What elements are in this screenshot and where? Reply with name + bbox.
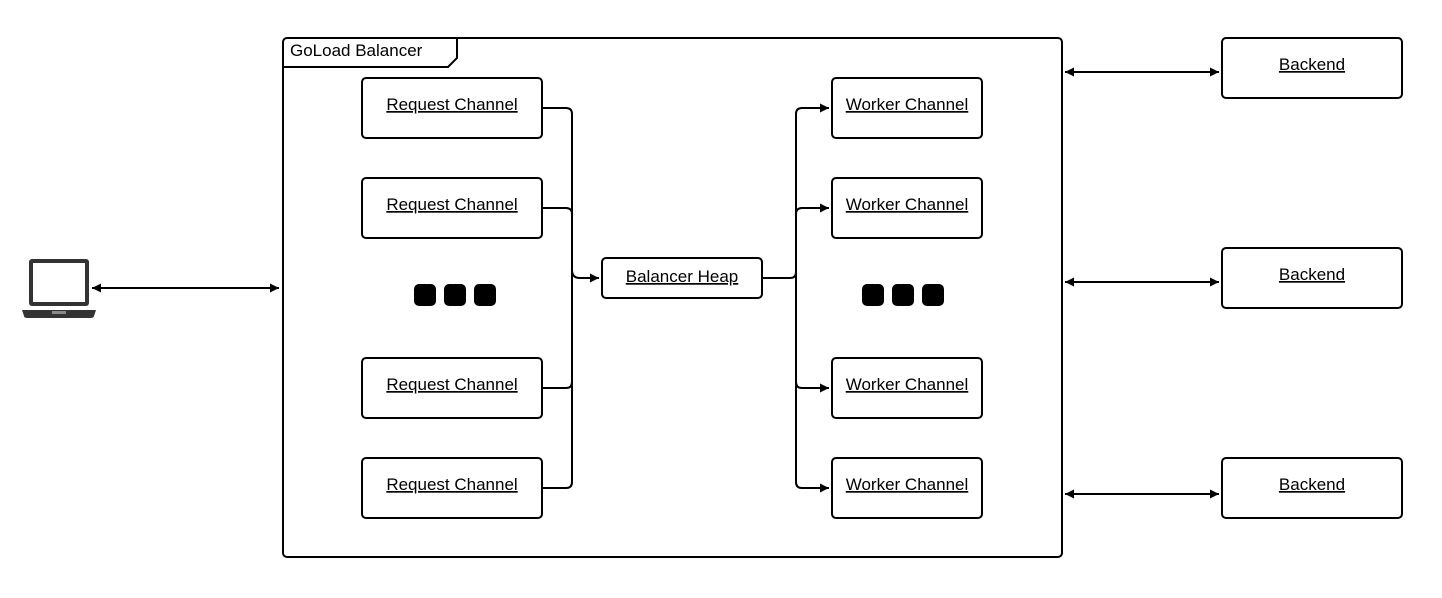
backend-label: Backend — [1279, 55, 1345, 74]
backend-label: Backend — [1279, 475, 1345, 494]
backend-2[interactable]: Backend — [1221, 247, 1403, 309]
request-connectors — [542, 107, 599, 489]
frame-title: GoLoad Balancer — [290, 41, 423, 60]
worker-channel-label: Worker Channel — [846, 475, 969, 494]
request-channel-4[interactable]: Request Channel — [361, 457, 543, 519]
worker-channel-4[interactable]: Worker Channel — [831, 457, 983, 519]
request-channel-label: Request Channel — [386, 95, 517, 114]
request-channel-3[interactable]: Request Channel — [361, 357, 543, 419]
worker-channel-label: Worker Channel — [846, 195, 969, 214]
worker-channel-label: Worker Channel — [846, 375, 969, 394]
request-channel-label: Request Channel — [386, 195, 517, 214]
request-channel-2[interactable]: Request Channel — [361, 177, 543, 239]
request-channel-1[interactable]: Request Channel — [361, 77, 543, 139]
backend-1[interactable]: Backend — [1221, 37, 1403, 99]
worker-channel-3[interactable]: Worker Channel — [831, 357, 983, 419]
ellipsis-icon — [862, 284, 944, 306]
laptop-icon — [22, 259, 96, 318]
worker-channel-label: Worker Channel — [846, 95, 969, 114]
backend-label: Backend — [1279, 265, 1345, 284]
request-channel-label: Request Channel — [386, 375, 517, 394]
balancer-heap[interactable]: Balancer Heap — [601, 257, 763, 299]
request-channel-label: Request Channel — [386, 475, 517, 494]
worker-connectors — [762, 103, 829, 493]
worker-channel-1[interactable]: Worker Channel — [831, 77, 983, 139]
backend-3[interactable]: Backend — [1221, 457, 1403, 519]
balancer-heap-label: Balancer Heap — [626, 267, 738, 286]
ellipsis-icon — [414, 284, 496, 306]
worker-channel-2[interactable]: Worker Channel — [831, 177, 983, 239]
